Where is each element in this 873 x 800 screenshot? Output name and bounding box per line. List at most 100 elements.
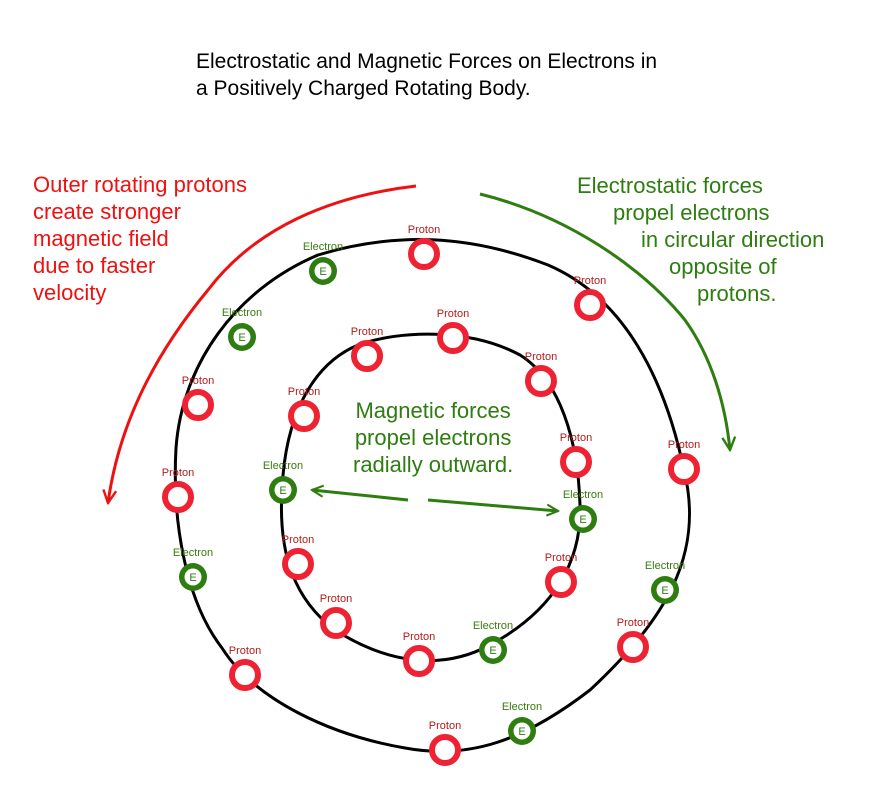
proton-marker [668,453,700,485]
note-line: Electrostatic forces [577,173,763,198]
proton-label: Proton [408,224,440,236]
electron-symbol: E [238,332,245,344]
note-line: create stronger [33,199,181,224]
electron-particle: E Electron [645,560,685,604]
proton-marker [403,645,435,677]
electron-symbol: E [579,514,586,526]
proton-particle: Proton [182,375,214,421]
note-line: protons. [697,281,777,306]
proton-marker [525,365,557,397]
proton-label: Proton [403,631,435,643]
force-arrows [108,184,730,511]
electron-symbol: E [189,572,196,584]
note-line: opposite of [669,254,777,279]
proton-particle: Proton [545,552,577,598]
electron-core [484,641,502,659]
electron-symbol: E [319,266,326,278]
proton-marker [162,481,194,513]
proton-particle: Proton [668,439,700,485]
proton-particle: Proton [574,275,606,321]
proton-label: Proton [560,432,592,444]
proton-marker [282,548,314,580]
proton-label: Proton [668,439,700,451]
proton-label: Proton [545,552,577,564]
proton-particle: Proton [229,645,261,691]
electron-core [184,568,202,586]
proton-marker [182,389,214,421]
note-line: Magnetic forces [355,398,511,423]
proton-particle: Proton [429,720,461,766]
proton-marker [320,607,352,639]
proton-label: Proton [429,720,461,732]
proton-particle: Proton [351,326,383,372]
proton-marker [351,340,383,372]
proton-marker [560,446,592,478]
note-line: radially outward. [353,452,514,477]
electron-label: Electron [222,307,262,319]
proton-label: Proton [617,617,649,629]
note-line: propel electrons [613,200,770,225]
proton-particle: Proton [403,631,435,677]
electron-particle: E Electron [502,701,542,745]
proton-label: Proton [351,326,383,338]
electron-core [314,262,332,280]
green-rotation-arrow [479,192,730,450]
electrostatic-note: Electrostatic forces propel electrons in… [577,172,824,307]
electron-label: Electron [473,620,513,632]
proton-marker [229,659,261,691]
electron-symbol: E [661,585,668,597]
proton-label: Proton [282,534,314,546]
proton-marker [288,400,320,432]
green-radial-arrow-left [312,490,409,502]
proton-marker [429,734,461,766]
proton-label: Proton [574,275,606,287]
proton-label: Proton [229,645,261,657]
proton-label: Proton [162,467,194,479]
electron-particle: E Electron [563,489,603,533]
proton-marker [545,566,577,598]
outer-magnetic-note: Outer rotating protons create stronger m… [33,171,247,306]
green-radial-arrow-right [427,498,558,511]
electron-label: Electron [563,489,603,501]
proton-label: Proton [288,386,320,398]
electron-particle: E Electron [222,307,262,351]
note-line: Outer rotating protons [33,172,248,197]
proton-particle: Proton [560,432,592,478]
title-line: Electrostatic and Magnetic Forces on Ele… [196,50,658,73]
note-line: due to faster [33,253,156,278]
proton-label: Proton [320,593,352,605]
note-line: in circular direction [641,227,825,252]
proton-marker [617,631,649,663]
note-line: velocity [33,280,107,305]
note-line: magnetic field [33,226,169,251]
proton-marker [408,238,440,270]
magnetic-radial-note: Magnetic forces propel electrons radiall… [353,397,513,478]
electron-symbol: E [518,726,525,738]
electron-particle: E Electron [173,547,213,591]
electron-particle: E Electron [303,241,343,285]
electron-label: Electron [263,460,303,472]
proton-marker [437,322,469,354]
electron-core [656,581,674,599]
title-line: a Positively Charged Rotating Body. [196,77,531,100]
proton-marker [574,289,606,321]
electron-particle: E Electron [473,620,513,664]
electron-core [574,510,592,528]
electron-symbol: E [489,645,496,657]
red-rotation-arrow [108,184,417,503]
note-line: propel electrons [354,425,512,450]
electron-label: Electron [173,547,213,559]
proton-particle: Proton [288,386,320,432]
electron-symbol: E [279,485,286,497]
proton-label: Proton [182,375,214,387]
proton-particle: Proton [320,593,352,639]
electron-label: Electron [502,701,542,713]
electron-label: Electron [645,560,685,572]
electron-core [513,722,531,740]
proton-particle: Proton [282,534,314,580]
electron-core [233,328,251,346]
proton-particle: Proton [437,308,469,354]
electron-label: Electron [303,241,343,253]
